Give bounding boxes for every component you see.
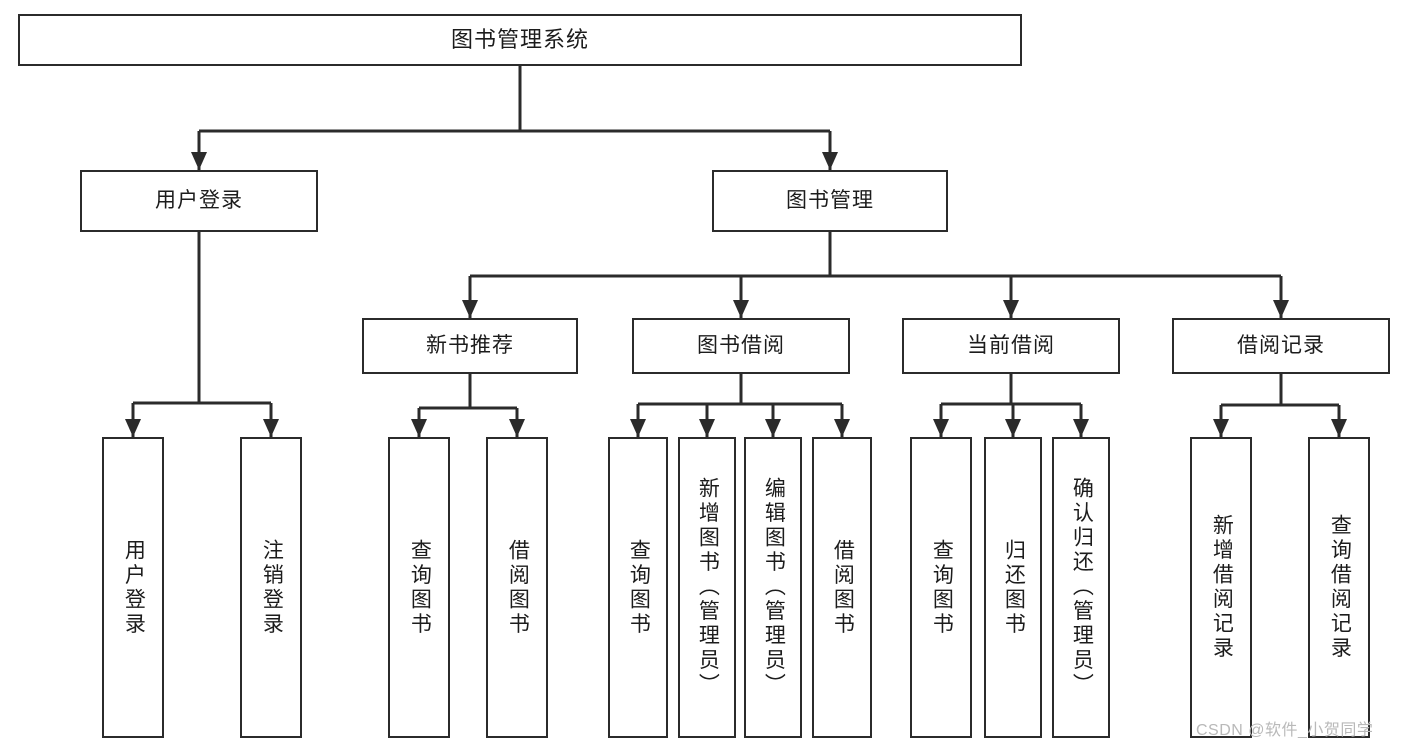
node-root-system[interactable]: 图书管理系统	[18, 14, 1022, 66]
node-leaf-return-book[interactable]: 归还图书	[984, 437, 1042, 738]
node-book-borrow[interactable]: 图书借阅	[632, 318, 850, 374]
node-leaf-borrow-book-recommend[interactable]: 借阅图书	[486, 437, 548, 738]
node-leaf-query-book-current[interactable]: 查询图书	[910, 437, 972, 738]
node-leaf-query-book-borrow[interactable]: 查询图书	[608, 437, 668, 738]
node-leaf-logout-login[interactable]: 注销登录	[240, 437, 302, 738]
node-leaf-query-borrow-record[interactable]: 查询借阅记录	[1308, 437, 1370, 738]
node-leaf-borrow-book[interactable]: 借阅图书	[812, 437, 872, 738]
csdn-watermark: CSDN @软件_小贺同学	[1196, 722, 1374, 739]
node-user-login[interactable]: 用户登录	[80, 170, 318, 232]
node-leaf-user-login[interactable]: 用户登录	[102, 437, 164, 738]
node-new-book-recommend[interactable]: 新书推荐	[362, 318, 578, 374]
node-leaf-add-borrow-record[interactable]: 新增借阅记录	[1190, 437, 1252, 738]
node-book-management[interactable]: 图书管理	[712, 170, 948, 232]
node-leaf-add-book-admin[interactable]: 新增图书（管理员）	[678, 437, 736, 738]
node-leaf-query-book-recommend[interactable]: 查询图书	[388, 437, 450, 738]
node-leaf-confirm-return-admin[interactable]: 确认归还（管理员）	[1052, 437, 1110, 738]
node-leaf-edit-book-admin[interactable]: 编辑图书（管理员）	[744, 437, 802, 738]
node-current-borrow[interactable]: 当前借阅	[902, 318, 1120, 374]
node-borrow-record[interactable]: 借阅记录	[1172, 318, 1390, 374]
